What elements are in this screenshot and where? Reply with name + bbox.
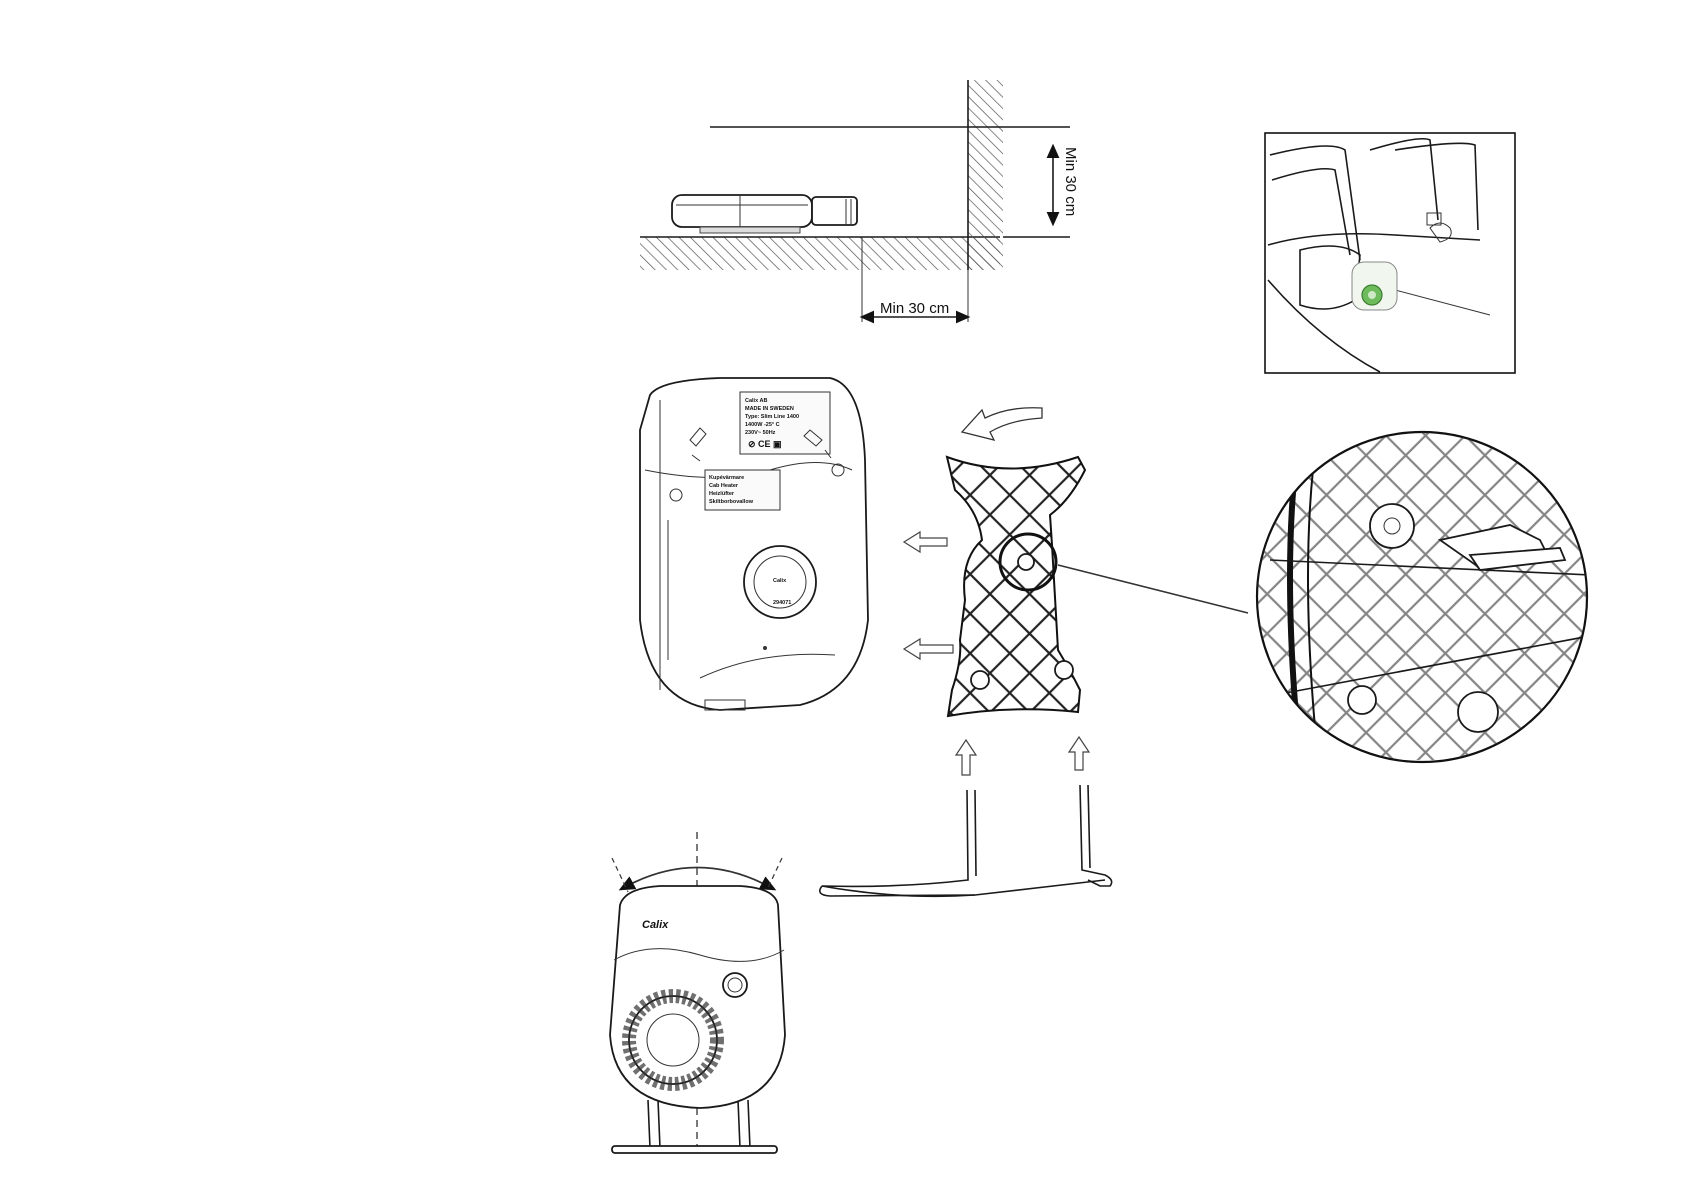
rating-plate-line: MADE IN SWEDEN [745,406,794,412]
wire-stand [820,785,1112,896]
slide-arrows [904,532,953,659]
clearance-diagram: Min 30 cm Min 30 cm [640,80,1079,322]
fan-grille [629,996,717,1084]
certification-marks: ⊘ CE ▣ [748,439,782,449]
rating-plate-line: 230V~ 50Hz [745,430,776,436]
floor-hatch [640,237,1000,270]
heater-rear-view: Calix AB MADE IN SWEDEN Type: Slim Line … [640,378,868,710]
name-plate-line: Kupévärmare [709,475,744,481]
insert-arrows [956,737,1089,775]
power-switch [723,973,747,997]
callout-leader [1058,565,1248,613]
wall-hatch [968,80,1003,270]
heater-front-view: Calix [610,832,785,1153]
name-plate-line: Cab Heater [709,483,739,489]
rotate-arrow [962,408,1042,440]
horizontal-clearance-label: Min 30 cm [880,300,949,317]
bracket-detail-zoom [1257,430,1595,762]
rating-plate-line: 1400W -25° C [745,422,780,428]
vertical-clearance-label: Min 30 cm [1062,147,1079,216]
mounting-bracket [947,457,1248,716]
name-plate-line: Heizlüfter [709,491,735,497]
car-interior-inset [1265,133,1515,373]
boss-brand: Calix [773,578,787,584]
name-plate: Kupévärmare Cab Heater Heizlüfter Skiltb… [705,470,780,510]
rating-plate-line: Calix AB [745,398,767,404]
front-brand-logo: Calix [642,919,669,931]
rating-plate-line: Type: Slim Line 1400 [745,414,799,420]
part-number: 294071 [773,600,791,606]
heater-side-view [672,195,857,233]
rating-plate: Calix AB MADE IN SWEDEN Type: Slim Line … [740,392,830,454]
name-plate-line: Skiltborbovallow [709,499,754,505]
